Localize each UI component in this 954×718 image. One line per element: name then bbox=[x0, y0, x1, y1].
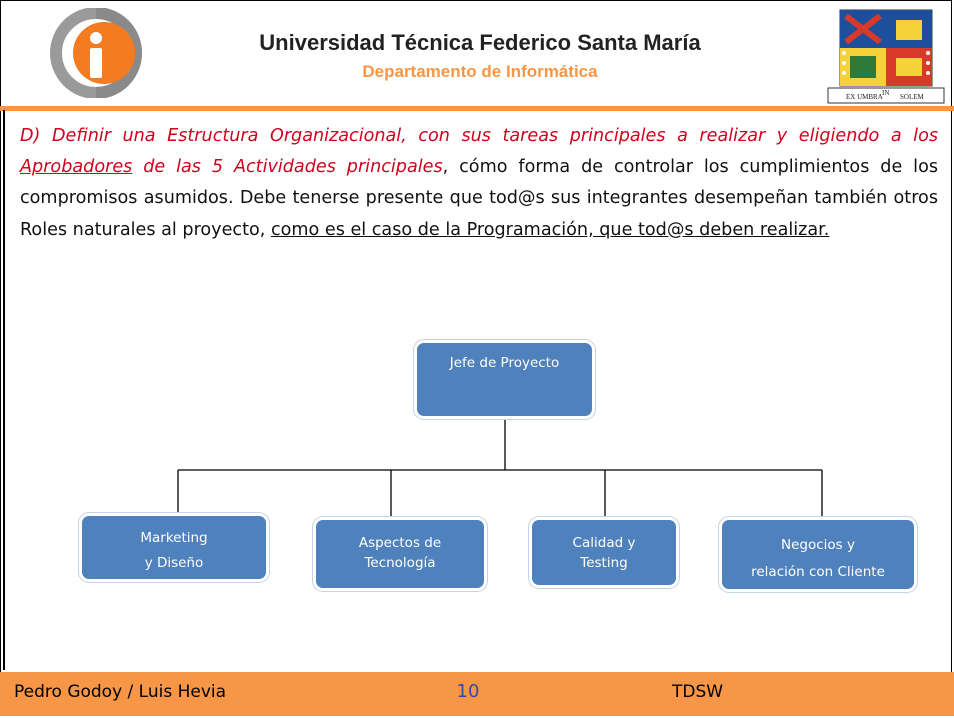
footer-course: TDSW bbox=[672, 682, 724, 702]
crest-motto-3: SOLEM bbox=[900, 93, 925, 101]
university-crest: EX UMBRA IN SOLEM bbox=[827, 9, 945, 104]
org-box-tecnologia: Aspectos de Tecnología bbox=[313, 517, 487, 591]
org-box-label-line1: Aspectos de bbox=[358, 535, 442, 551]
instruction-red-text-2: de las 5 Actividades principales bbox=[132, 157, 443, 178]
left-border bbox=[3, 110, 5, 670]
instruction-plain-text: , cómo forma de controlar los cumplimien… bbox=[20, 157, 938, 240]
page-number: 10 bbox=[456, 681, 480, 702]
org-box-label: Jefe de Proyecto bbox=[449, 355, 560, 371]
university-title: Universidad Técnica Federico Santa María bbox=[259, 30, 701, 55]
org-box-label-line1: Negocios y bbox=[781, 537, 855, 553]
instruction-paragraph: D) Definir una Estructura Organizacional… bbox=[20, 121, 938, 246]
instruction-red-text: D) Definir una Estructura Organizacional… bbox=[20, 126, 938, 146]
footer-bar bbox=[0, 672, 954, 716]
org-box-calidad: Calidad y Testing bbox=[529, 517, 679, 588]
crest-motto-1: EX UMBRA bbox=[846, 93, 883, 101]
org-box-label-line1: Marketing bbox=[140, 530, 208, 546]
org-box-label-line2: y Diseño bbox=[144, 555, 204, 571]
org-box-label-line2: Tecnología bbox=[364, 555, 436, 571]
org-box-label-line2: relación con Cliente bbox=[751, 564, 885, 580]
org-box-jefe-de-proyecto: Jefe de Proyecto bbox=[414, 340, 595, 419]
org-box-label-line2: Testing bbox=[580, 555, 628, 571]
department-subtitle: Departamento de Informática bbox=[362, 62, 598, 81]
footer-authors: Pedro Godoy / Luis Hevia bbox=[14, 682, 227, 702]
header-divider bbox=[0, 106, 954, 111]
aprobadores-link: Aprobadores bbox=[20, 157, 133, 178]
org-box-label-line1: Calidad y bbox=[572, 535, 636, 551]
org-box-negocios: Negocios y relación con Cliente bbox=[719, 517, 917, 592]
di-logo bbox=[50, 8, 142, 98]
crest-motto-2: IN bbox=[882, 89, 889, 97]
instruction-underlined-text: como es el caso de la Programación, que … bbox=[270, 219, 830, 240]
org-box-marketing: Marketing y Diseño bbox=[79, 513, 269, 582]
